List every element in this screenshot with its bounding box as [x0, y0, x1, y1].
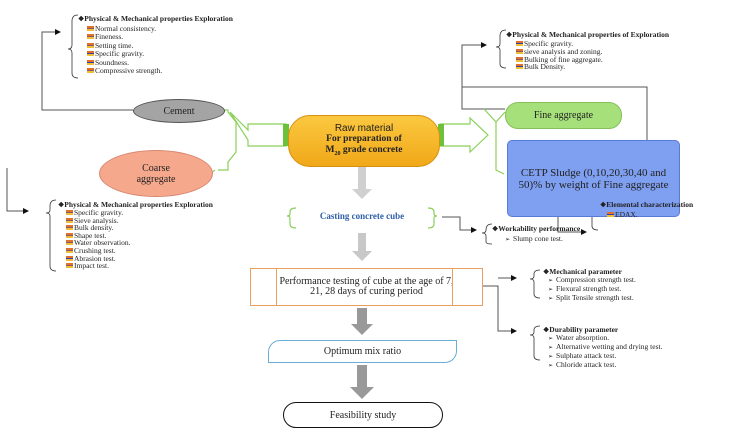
- list-item: Flexural strength test.: [548, 285, 636, 294]
- workability-list: Slump cone test.: [505, 234, 563, 244]
- raw-material-node: Raw material For preparation of M20 grad…: [288, 115, 440, 167]
- list-item: Compressive strength.: [87, 66, 162, 75]
- list-item: Chloride attack test.: [548, 361, 662, 370]
- list-item: Specific gravity.: [66, 209, 130, 217]
- list-item: Abrasion test.: [66, 254, 130, 263]
- optimum-mix-node: Optimum mix ratio: [268, 340, 457, 363]
- cement-props-header: Physical & Mechanical properties Explora…: [78, 14, 233, 23]
- list-item: Water observation.: [66, 239, 130, 247]
- list-item: Fineness.: [87, 32, 162, 41]
- list-item: Slump cone test.: [505, 234, 563, 244]
- list-item: Bulk Density.: [516, 63, 603, 71]
- performance-node: Performance testing of cube at the age o…: [250, 268, 483, 306]
- fine-props-header: Physical & Mechanical properties of Expl…: [506, 30, 669, 39]
- cement-props-list: Normal consistency.Fineness.Setting time…: [87, 24, 162, 75]
- list-item: sieve analysis and zoning.: [516, 47, 603, 56]
- mechanical-header: Mechanical parameter: [543, 267, 622, 276]
- flow-arrows: [350, 167, 374, 399]
- list-item: Split Tensile strength test.: [548, 294, 636, 303]
- list-item: Soundness.: [87, 58, 162, 67]
- workability-header: Workability performance: [492, 224, 580, 233]
- feasibility-node: Feasibility study: [283, 402, 443, 428]
- list-item: Bulk density.: [66, 224, 130, 232]
- cement-node: Cement: [133, 99, 225, 123]
- list-item: Normal consistency.: [87, 24, 162, 33]
- list-item: Shape test.: [66, 232, 130, 240]
- coarse-props-header: Physical & Mechanical properties Explora…: [58, 200, 213, 209]
- casting-node: Casting concrete cube: [319, 211, 405, 221]
- list-item: Specific gravity.: [87, 49, 162, 58]
- list-item: Sieve analysis.: [66, 216, 130, 225]
- list-item: Setting time.: [87, 41, 162, 50]
- coarse-aggregate-node: Coarse aggregate: [99, 150, 213, 197]
- list-item: Compression strength test.: [548, 276, 636, 285]
- elemental-list: EDAX.: [607, 210, 638, 219]
- list-item: EDAX.: [607, 210, 638, 219]
- list-item: Water absorption.: [548, 334, 662, 343]
- list-item: Specific gravity.: [516, 40, 603, 48]
- list-item: Bulking of fine aggregate.: [516, 55, 603, 64]
- elemental-header: Elemental characterization: [600, 200, 693, 209]
- fine-props-list: Specific gravity.sieve analysis and zoni…: [516, 40, 603, 71]
- list-item: Impact test.: [66, 262, 130, 270]
- list-item: Sulphate attack test.: [548, 352, 662, 361]
- durability-header: Durability parameter: [543, 325, 618, 334]
- fine-aggregate-node: Fine aggregate: [505, 102, 622, 129]
- durability-list: Water absorption.Alternative wetting and…: [548, 334, 662, 370]
- list-item: Alternative wetting and drying test.: [548, 343, 662, 352]
- list-item: Crushing test.: [66, 247, 130, 255]
- coarse-props-list: Specific gravity.Sieve analysis.Bulk den…: [66, 209, 130, 270]
- mechanical-list: Compression strength test.Flexural stren…: [548, 276, 636, 303]
